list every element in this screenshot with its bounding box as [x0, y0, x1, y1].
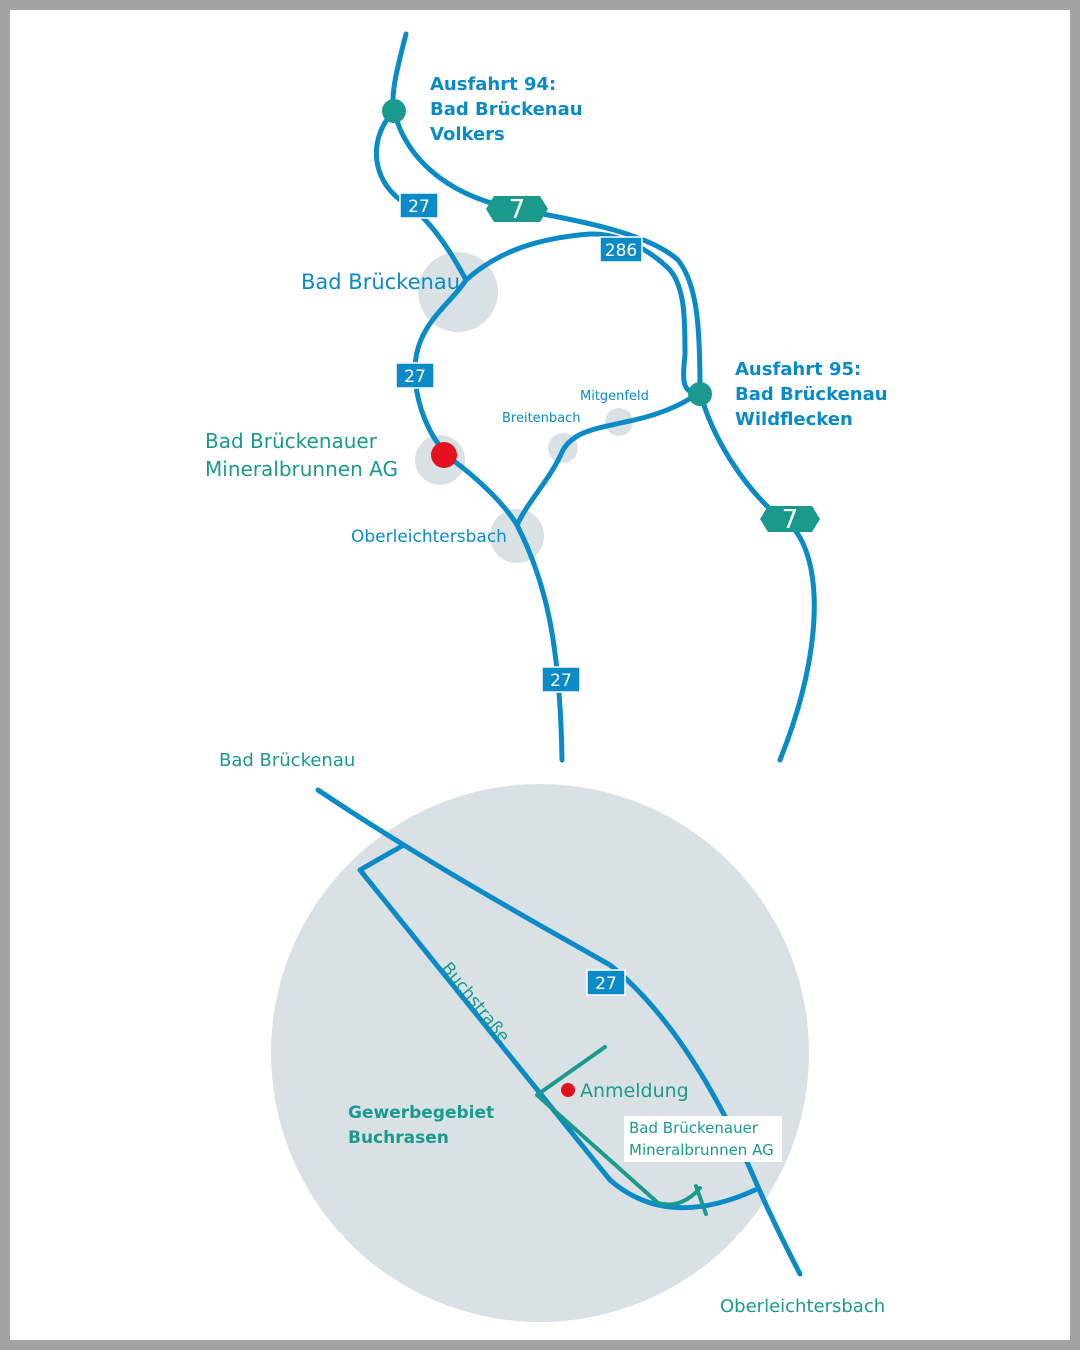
motorway-shield-top-label: 7 [509, 195, 526, 225]
direction-label-bad-brueckenau: Bad Brückenau [219, 750, 355, 771]
detail-road-shield-27: 27 [586, 969, 626, 996]
company-marker [431, 442, 457, 468]
detail-company-line1: Bad Brückenauer [629, 1119, 759, 1137]
motorway-a7 [390, 31, 817, 763]
company-label-line2: Mineralbrunnen AG [205, 457, 398, 481]
exit-94-line3: Volkers [430, 124, 505, 145]
road-b27 [412, 277, 565, 763]
exit-94-junction [382, 99, 406, 123]
motorway-shield-bottom: 7 [760, 505, 820, 535]
company-label-line1: Bad Brückenauer [205, 429, 378, 453]
road-shield-27-top-label: 27 [408, 197, 430, 217]
road-shield-27-top: 27 [399, 192, 439, 219]
detail-area-circle [271, 784, 809, 1322]
detail-road-shield-27-label: 27 [595, 974, 617, 994]
detail-company-line2: Mineralbrunnen AG [629, 1141, 774, 1159]
area-label-line2: Buchrasen [348, 1128, 449, 1148]
road-shield-27-bottom: 27 [541, 666, 581, 693]
road-shield-27-bottom-label: 27 [550, 671, 572, 691]
exit-94-line1: Ausfahrt 94: [430, 74, 556, 95]
town-label-oberleichtersbach: Oberleichtersbach [351, 527, 507, 547]
detail-company-box [624, 1116, 782, 1162]
exit-95-line1: Ausfahrt 95: [735, 359, 861, 380]
town-label-bad-brueckenau: Bad Brückenau [301, 270, 460, 294]
exit-95-line2: Bad Brückenau [735, 384, 888, 405]
road-breitenbach-link [514, 389, 703, 528]
town-label-mitgenfeld: Mitgenfeld [580, 389, 649, 404]
town-label-breitenbach: Breitenbach [502, 411, 581, 426]
detail-access-road [535, 1045, 702, 1207]
detail-access-road-spur [694, 1184, 708, 1216]
motorway-shield-bottom-label: 7 [782, 505, 799, 535]
registration-marker [561, 1083, 575, 1097]
registration-label: Anmeldung [580, 1080, 689, 1102]
road-b286 [463, 231, 703, 395]
route-map: 7 7 27 286 27 27 Ausfahrt 94: Bad Brücke… [205, 31, 888, 1322]
map-frame: 7 7 27 286 27 27 Ausfahrt 94: Bad Brücke… [10, 10, 1070, 1340]
detail-road-b27 [315, 787, 803, 1277]
road-shield-286: 286 [599, 236, 643, 263]
exit-94-line2: Bad Brückenau [430, 99, 583, 120]
area-label-line1: Gewerbegebiet [348, 1103, 494, 1123]
road-shield-27-middle: 27 [395, 362, 435, 389]
motorway-shield-top: 7 [486, 195, 548, 225]
road-shield-286-label: 286 [605, 241, 637, 261]
direction-label-oberleichtersbach: Oberleichtersbach [720, 1296, 885, 1317]
exit-95-junction [688, 382, 712, 406]
road-shield-27-middle-label: 27 [404, 367, 426, 387]
exit-95-line3: Wildflecken [735, 409, 853, 430]
